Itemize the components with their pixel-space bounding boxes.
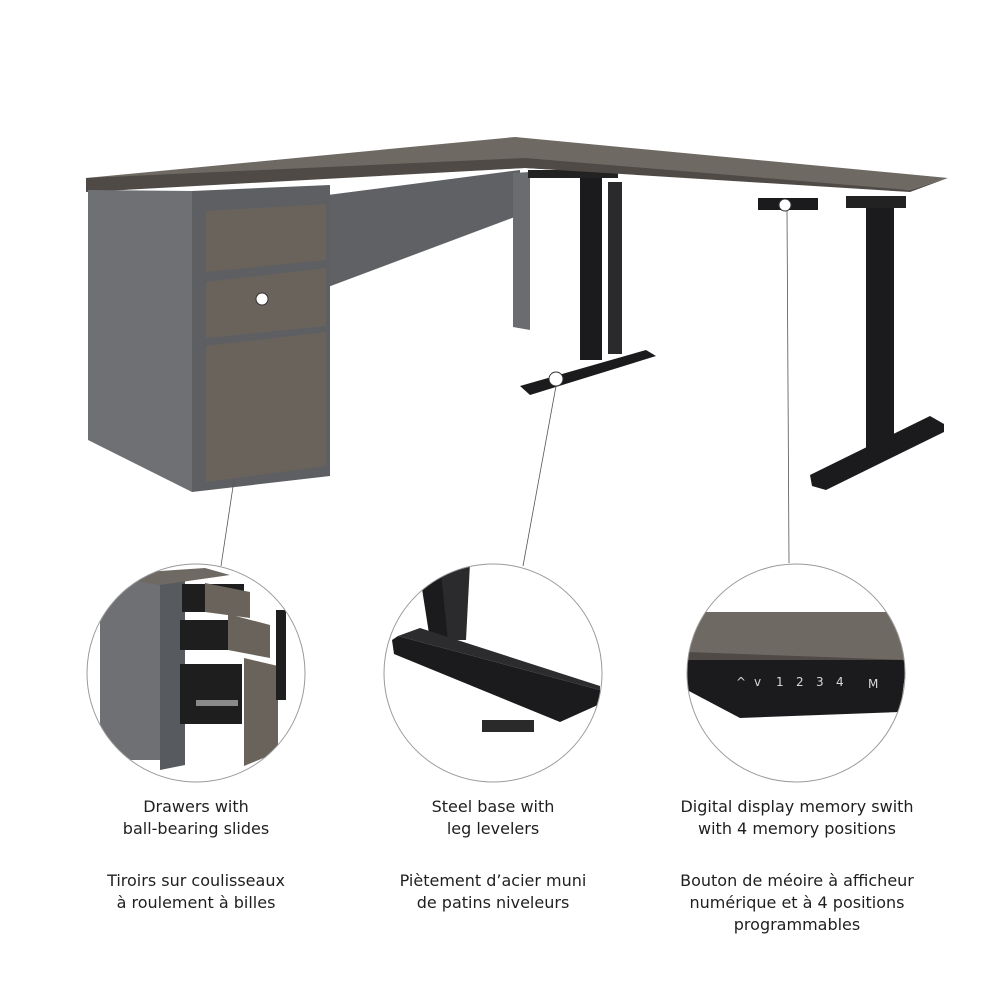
- callout-marker-keypad: [778, 198, 792, 212]
- lock-icon: [255, 292, 269, 306]
- caption-base-fr: Piètement d’acier muni de patins niveleu…: [343, 870, 643, 914]
- rear-leg: [520, 170, 656, 395]
- key-2: 2: [796, 675, 804, 689]
- caption-line: with 4 memory positions: [698, 819, 896, 838]
- caption-keypad-en: Digital display memory swith with 4 memo…: [647, 796, 947, 840]
- detail-drawers: [86, 563, 306, 783]
- drawer-file: [206, 332, 326, 482]
- side-panel: [513, 172, 530, 330]
- caption-base-en: Steel base with leg levelers: [343, 796, 643, 840]
- key-memory: M: [868, 677, 878, 691]
- caption-keypad-fr: Bouton de méoire à afficheur numérique e…: [647, 870, 947, 936]
- caption-line: ball-bearing slides: [122, 819, 270, 838]
- caption-line: Piètement d’acier muni: [399, 871, 587, 890]
- caption-line: de patins niveleurs: [416, 893, 570, 912]
- caption-drawers-fr: Tiroirs sur coulisseaux à roulement à bi…: [46, 870, 346, 914]
- caption-line: Bouton de méoire à afficheur: [680, 871, 914, 890]
- caption-line: Tiroirs sur coulisseaux: [107, 871, 285, 890]
- front-leg: [810, 196, 944, 490]
- caption-line: numérique et à 4 positions: [689, 893, 905, 912]
- caption-line: programmables: [733, 915, 861, 934]
- callout-marker-leg: [548, 371, 564, 387]
- key-3: 3: [816, 675, 824, 689]
- modesty-panel: [320, 170, 520, 290]
- key-up: ^: [736, 675, 746, 689]
- detail-steel-base: [383, 563, 603, 783]
- caption-line: leg levelers: [446, 819, 540, 838]
- caption-line: à roulement à billes: [116, 893, 276, 912]
- l-shaped-desk: [86, 137, 948, 492]
- caption-drawers-en: Drawers with ball-bearing slides: [46, 796, 346, 840]
- desktop-edge: [86, 158, 948, 192]
- pedestal: [88, 185, 330, 492]
- callout-lines: [220, 210, 790, 567]
- key-4: 4: [836, 675, 844, 689]
- caption-line: Steel base with: [431, 797, 555, 816]
- detail-keypad: ^ v 1 2 3 4 M: [686, 563, 906, 783]
- caption-line: Drawers with: [143, 797, 249, 816]
- caption-line: Digital display memory swith: [680, 797, 914, 816]
- keypad-keys: ^ v 1 2 3 4 M: [736, 675, 878, 691]
- key-down: v: [754, 675, 761, 689]
- drawer-top: [206, 204, 326, 272]
- key-1: 1: [776, 675, 784, 689]
